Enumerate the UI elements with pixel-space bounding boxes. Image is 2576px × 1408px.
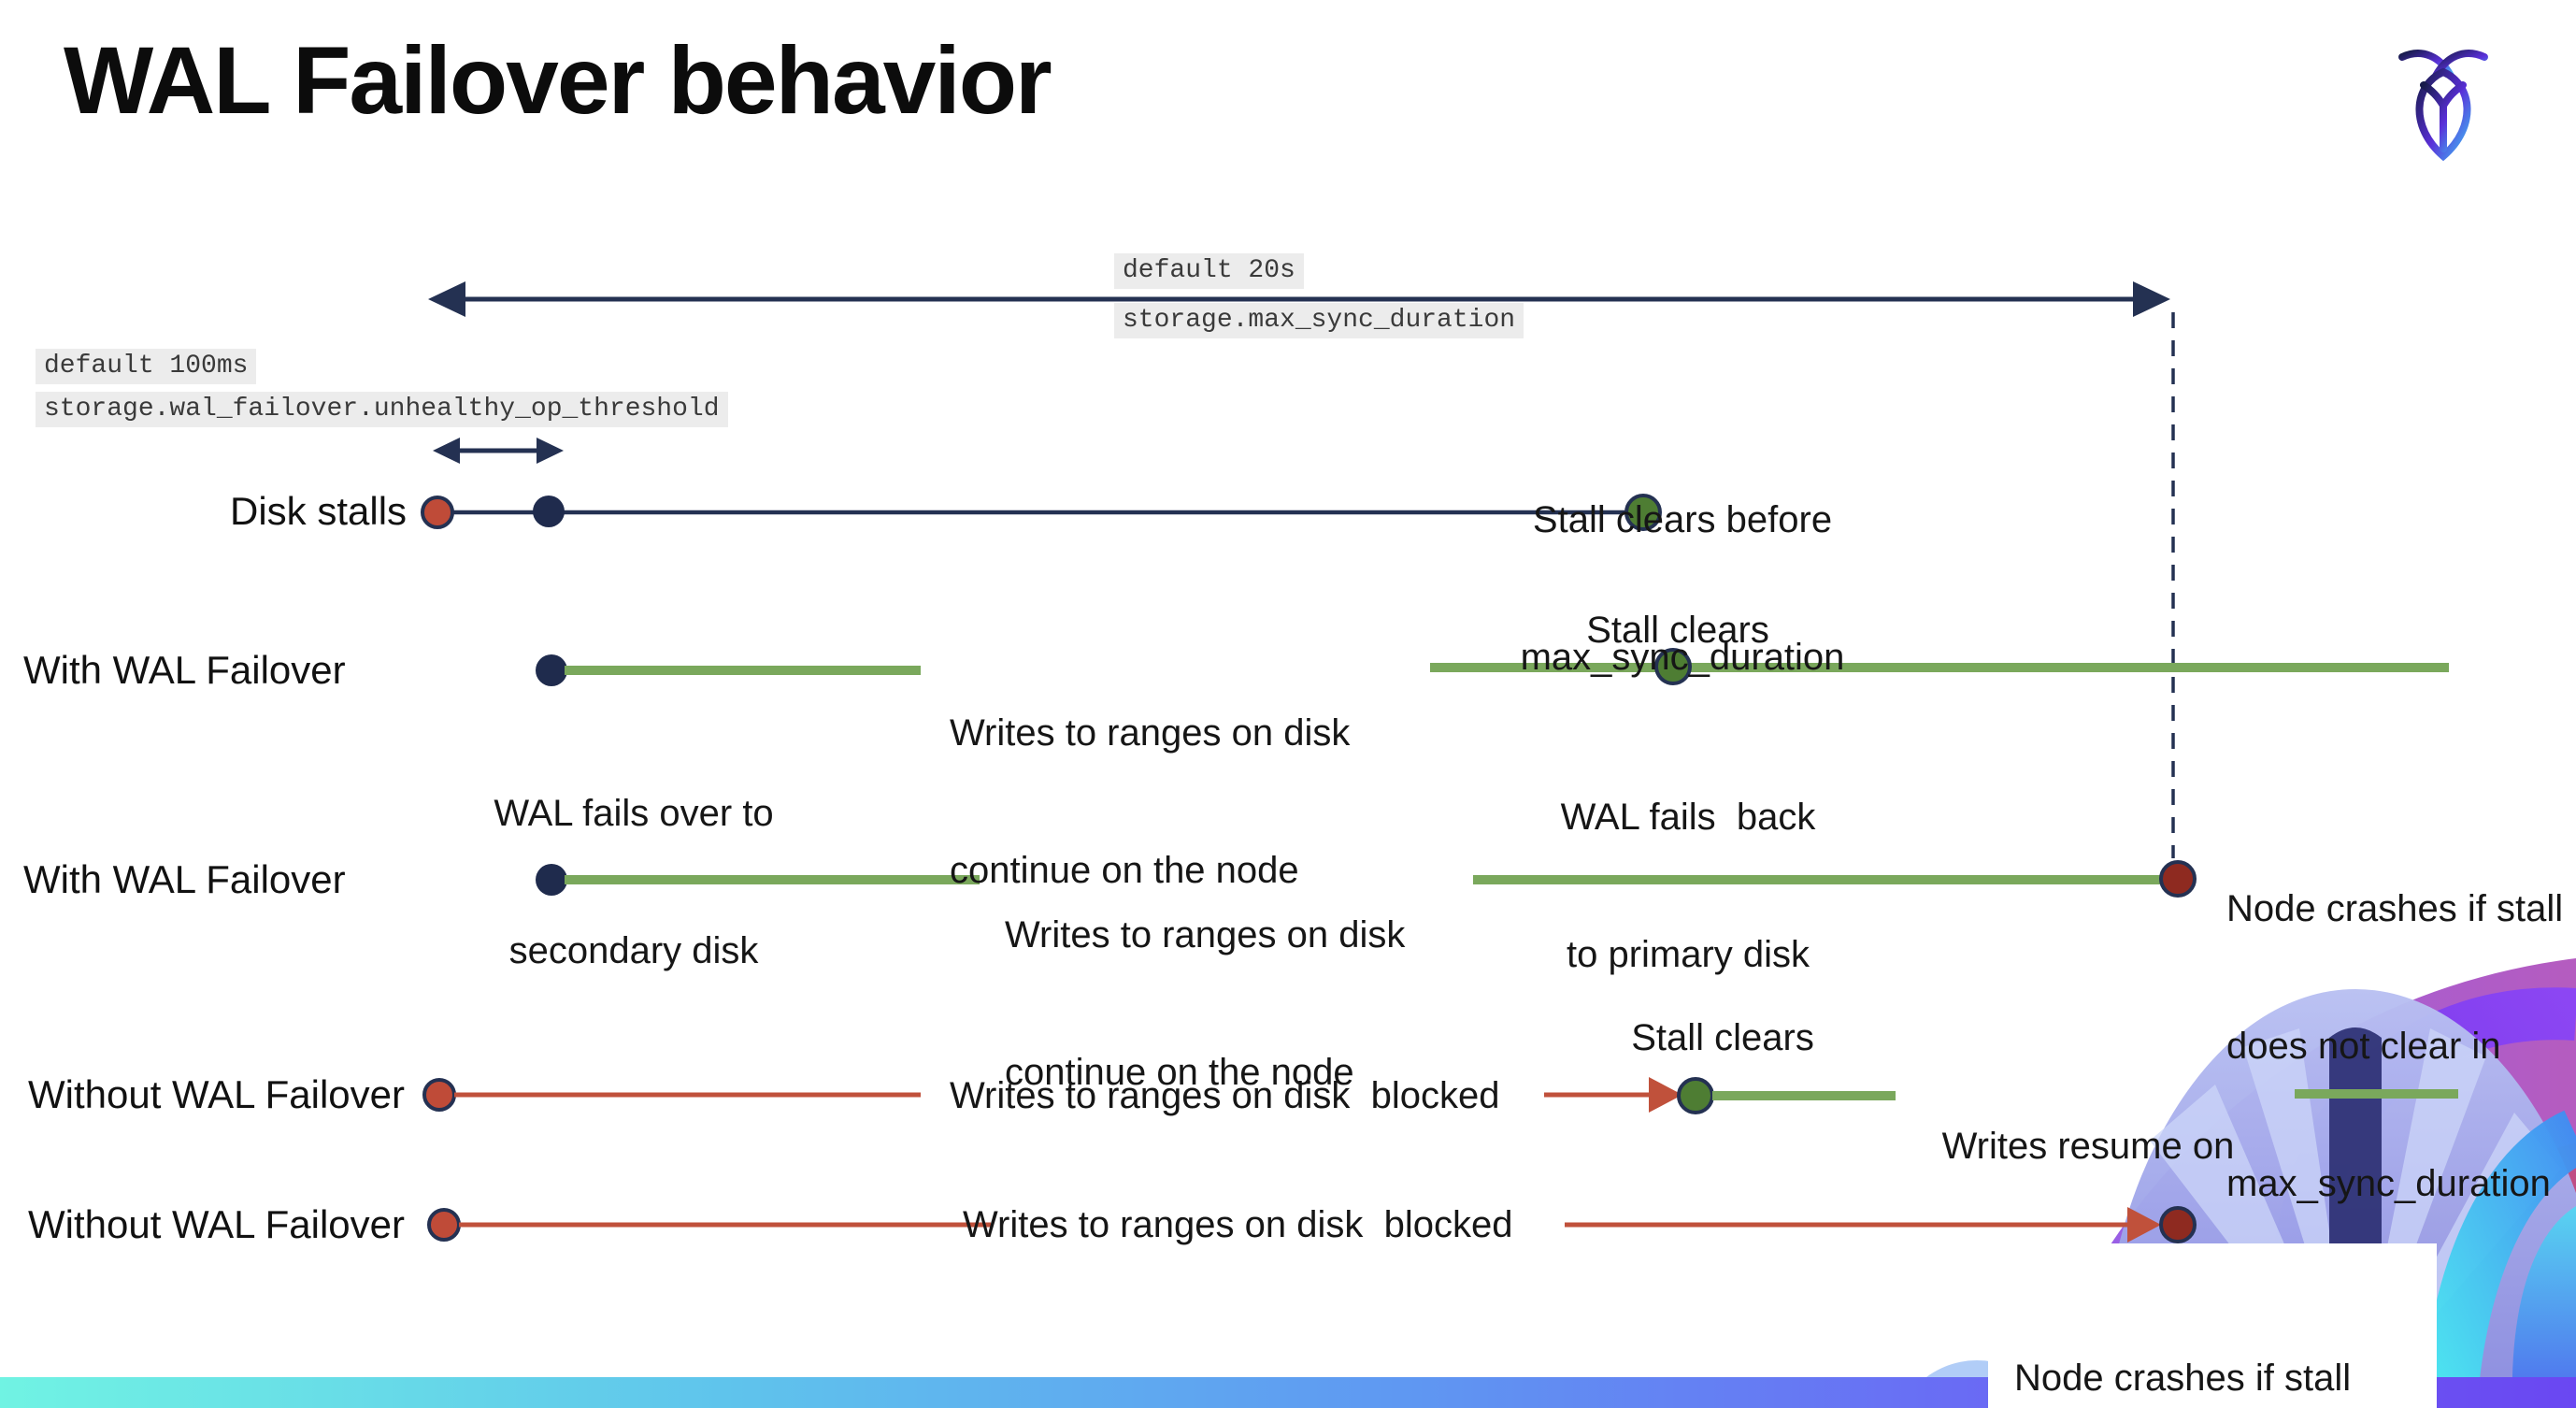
row-label-disk-stalls: Disk stalls (230, 489, 408, 533)
stall-start-dot-red (422, 1078, 456, 1112)
annotation-wal-fails-back: WAL fails back to primary disk (1560, 797, 1816, 975)
annotation-stall-clears-without-wal: Stall clears (1631, 1017, 1814, 1058)
annotation-stall-clears-before: Stall clears before max_sync_duration (1520, 499, 1845, 678)
annotation-node-crashes-box: Node crashes if stall does not clear in … (1988, 1243, 2437, 1408)
stall-clears-dot-green (1624, 494, 1662, 531)
arrowhead-left (433, 438, 460, 464)
node-crash-dot-darkred (2159, 1206, 2197, 1243)
annotation-writes-blocked-2: Writes to ranges on disk blocked (963, 1204, 1513, 1245)
setting-default-value: default 100ms (36, 349, 257, 384)
logo-stem (2420, 81, 2467, 152)
annotation-stall-clears-with-wal: Stall clears (1586, 610, 1769, 651)
row-label-with-wal-failover-2: With WAL Failover (23, 857, 346, 901)
stall-clears-dot-green (1677, 1077, 1714, 1114)
failover-dot-navy (536, 654, 567, 686)
stall-start-dot-red (427, 1208, 461, 1242)
node-crash-dot-darkred (2159, 860, 2197, 898)
arrowhead-left (428, 281, 465, 317)
unhealthy-op-default-label: default 100ms (36, 349, 257, 384)
page-title: WAL Failover behavior (64, 27, 1052, 134)
row-label-without-wal-failover-2: Without WAL Failover (28, 1202, 405, 1246)
cockroachdb-logo-icon (2398, 50, 2488, 162)
arrowhead-right-red (1649, 1077, 1682, 1113)
arrowhead-right (2133, 281, 2170, 317)
failover-dot-navy (536, 864, 567, 896)
artwork-teal-arc (2421, 1110, 2576, 1408)
stall-clears-dot-green (1654, 648, 1692, 685)
annotation-wal-fails-over: WAL fails over to secondary disk (494, 793, 774, 971)
logo-body (2415, 67, 2471, 162)
max-sync-setting-label: storage.max_sync_duration (1114, 303, 1524, 338)
max-sync-default-label: default 20s (1114, 253, 1304, 289)
row-label-with-wal-failover-1: With WAL Failover (23, 648, 346, 692)
setting-name: storage.max_sync_duration (1114, 303, 1524, 338)
stall-start-dot-red (421, 496, 454, 529)
row-label-without-wal-failover-1: Without WAL Failover (28, 1072, 405, 1116)
annotation-node-crashes-mid: Node crashes if stall does not clear in … (2226, 888, 2564, 1204)
artwork-teal-leaf (2512, 1206, 2576, 1408)
setting-name: storage.wal_failover.unhealthy_op_thresh… (36, 392, 728, 427)
arrowhead-right (537, 438, 564, 464)
setting-default-value: default 20s (1114, 253, 1304, 289)
annotation-writes-blocked-1: Writes to ranges on disk blocked (950, 1075, 1500, 1116)
arrowhead-right-red (2127, 1207, 2161, 1243)
annotation-writes-continue-2: Writes to ranges on disk continue on the… (1005, 914, 1406, 1093)
unhealthy-op-setting-label: storage.wal_failover.unhealthy_op_thresh… (36, 392, 728, 427)
threshold-dot-navy (533, 496, 565, 527)
annotation-writes-continue-1: Writes to ranges on disk continue on the… (950, 712, 1351, 891)
